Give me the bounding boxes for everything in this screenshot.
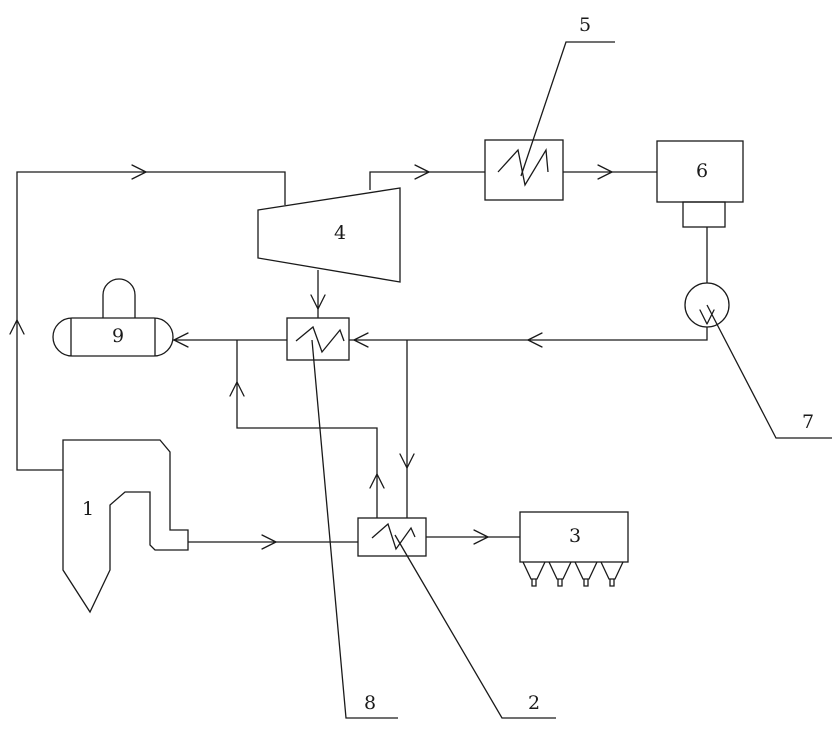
arrow-up bbox=[229, 381, 245, 397]
label-turbine: 4 bbox=[334, 222, 346, 244]
flow-arrows bbox=[9, 164, 715, 550]
label-feedwater-heater: 8 bbox=[364, 692, 376, 714]
label-generator-unit: 6 bbox=[696, 160, 708, 182]
flow-lines bbox=[16, 171, 708, 543]
arrow-right bbox=[414, 164, 430, 180]
arrow-right bbox=[261, 534, 277, 550]
arrow-left bbox=[173, 332, 189, 348]
flue-gas-heater bbox=[357, 517, 427, 557]
arrow-down bbox=[399, 453, 415, 469]
arrow-right bbox=[473, 529, 489, 545]
generator-unit bbox=[656, 140, 744, 228]
label-dust-collector: 3 bbox=[569, 525, 581, 547]
arrow-up bbox=[9, 319, 25, 335]
condenser bbox=[484, 139, 564, 201]
turbine bbox=[257, 187, 401, 283]
arrow-left bbox=[353, 332, 369, 348]
label-deaerator: 9 bbox=[112, 325, 124, 347]
arrow-up bbox=[369, 473, 385, 489]
arrow-right bbox=[597, 164, 613, 180]
arrow-down bbox=[310, 294, 326, 310]
arrow-left bbox=[527, 332, 543, 348]
label-pump: 7 bbox=[802, 411, 814, 433]
label-boiler: 1 bbox=[82, 498, 94, 520]
deaerator bbox=[52, 278, 174, 357]
component-labels: 1 2 3 4 5 6 7 8 9 bbox=[82, 14, 814, 714]
arrow-right bbox=[131, 164, 147, 180]
boiler bbox=[62, 439, 189, 614]
label-condenser: 5 bbox=[579, 14, 591, 36]
arrow-down bbox=[699, 309, 715, 325]
feedwater-heater bbox=[286, 317, 350, 361]
leader-lines bbox=[311, 41, 832, 719]
label-flue-gas-heater: 2 bbox=[528, 692, 540, 714]
dust-collector bbox=[519, 511, 629, 587]
